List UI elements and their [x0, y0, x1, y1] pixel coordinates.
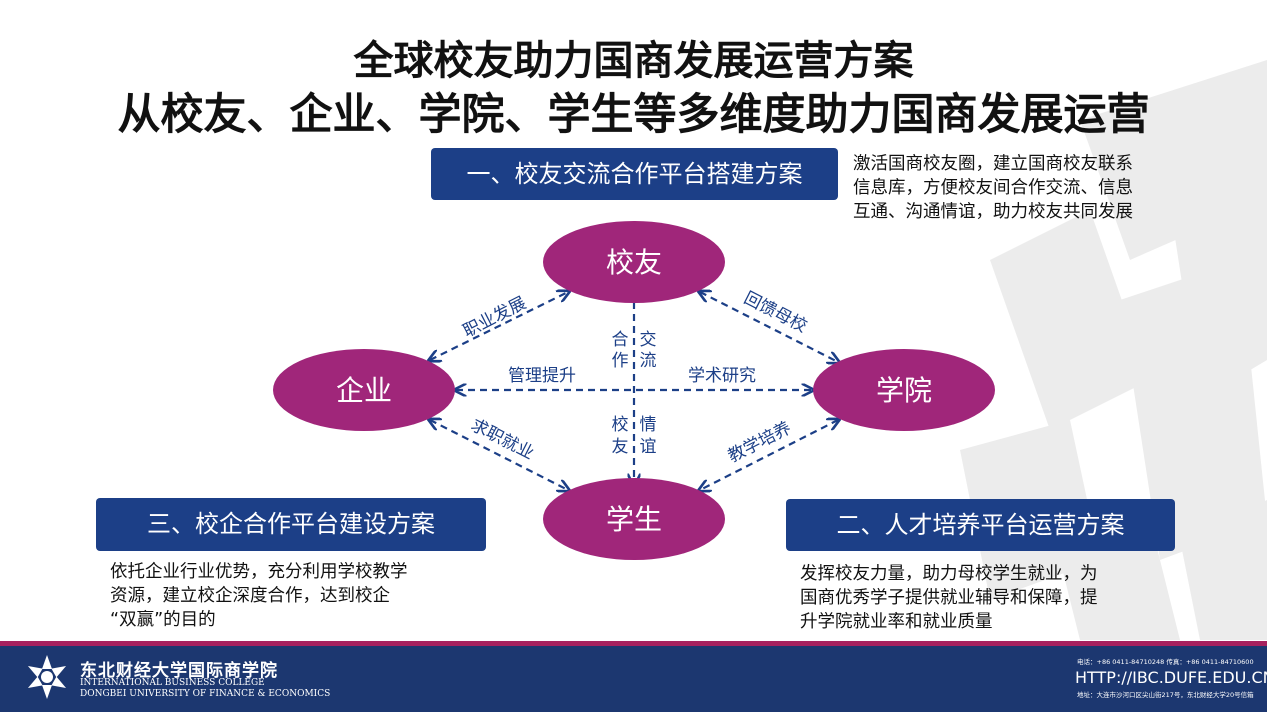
- node-college-label: 学院: [876, 374, 932, 407]
- edge-label-coop-1: 合: [612, 330, 629, 350]
- plan-1-banner: 一、校友交流合作平台搭建方案: [431, 148, 838, 200]
- plan-1-desc-line: 信息库，方便校友间合作交流、信息: [853, 178, 1133, 198]
- edge-label-career: 职业发展: [460, 293, 530, 342]
- edge-label-research: 学术研究: [688, 366, 756, 386]
- edge-label-exch-2: 流: [640, 351, 657, 371]
- edge-label-school-1: 校: [612, 415, 629, 435]
- node-alumni-label: 校友: [606, 246, 662, 279]
- title-line-2: 从校友、企业、学院、学生等多维度助力国商发展运营: [117, 90, 1150, 140]
- plan-2-desc-line: 发挥校友力量，助力母校学生就业，为: [800, 564, 1098, 584]
- edge-label-friend-1: 情: [640, 415, 657, 435]
- edge-alumni-college: [700, 292, 838, 362]
- plan-3-desc-line: “双赢”的目的: [110, 610, 216, 630]
- node-enterprise: 企业: [273, 349, 455, 431]
- university-logo-icon: [27, 655, 67, 699]
- edge-label-coop-2: 作: [612, 351, 629, 371]
- college-name-en: INTERNATIONAL BUSINESS COLLEGE: [80, 678, 265, 688]
- footer-bar: [0, 646, 1267, 712]
- plan-2-desc-line: 国商优秀学子提供就业辅导和保障，提: [800, 588, 1098, 608]
- node-college: 学院: [813, 349, 995, 431]
- edge-college-student: [700, 420, 838, 490]
- node-student-label: 学生: [606, 503, 662, 536]
- website-link[interactable]: HTTP://IBC.DUFE.EDU.CN: [1075, 668, 1267, 687]
- edge-label-friend-2: 谊: [640, 437, 657, 457]
- edge-label-management: 管理提升: [508, 366, 576, 386]
- plan-1-description: 激活国商校友圈，建立国商校友联系 信息库，方便校友间合作交流、信息 互通、沟通情…: [853, 152, 1133, 224]
- title-line-1: 全球校友助力国商发展运营方案: [353, 37, 914, 84]
- edge-label-exch-1: 交: [640, 330, 657, 350]
- contact-info: 电话：+86 0411-84710248 传真：+86 0411-8471060…: [1077, 658, 1254, 666]
- university-name-en: DONGBEI UNIVERSITY OF FINANCE & ECONOMIC…: [80, 689, 331, 699]
- college-name-cn: 东北财经大学国际商学院: [80, 661, 278, 681]
- node-student: 学生: [543, 478, 725, 560]
- plan-2-banner: 二、人才培养平台运营方案: [786, 499, 1175, 551]
- edge-enterprise-alumni: [430, 292, 568, 360]
- plan-2-desc-line: 升学院就业率和就业质量: [800, 612, 993, 632]
- plan-2-description: 发挥校友力量，助力母校学生就业，为 国商优秀学子提供就业辅导和保障，提 升学院就…: [800, 562, 1098, 634]
- edge-label-job: 求职就业: [467, 415, 537, 464]
- plan-3-desc-line: 资源，建立校企深度合作，达到校企: [110, 586, 390, 606]
- edge-enterprise-student: [430, 420, 568, 490]
- plan-3-description: 依托企业行业优势，充分利用学校教学 资源，建立校企深度合作，达到校企 “双赢”的…: [110, 560, 408, 632]
- plan-3-banner: 三、校企合作平台建设方案: [96, 498, 486, 551]
- edge-label-school-2: 友: [612, 437, 629, 457]
- plan-1-desc-line: 互通、沟通情谊，助力校友共同发展: [853, 202, 1133, 222]
- node-enterprise-label: 企业: [336, 374, 392, 407]
- footer-stripe: [0, 641, 1267, 646]
- address-info: 地址：大连市沙河口区尖山街217号，东北财经大学20号信箱: [1077, 691, 1254, 699]
- plan-1-desc-line: 激活国商校友圈，建立国商校友联系: [853, 154, 1133, 174]
- node-alumni: 校友: [543, 221, 725, 303]
- plan-3-desc-line: 依托企业行业优势，充分利用学校教学: [110, 562, 408, 582]
